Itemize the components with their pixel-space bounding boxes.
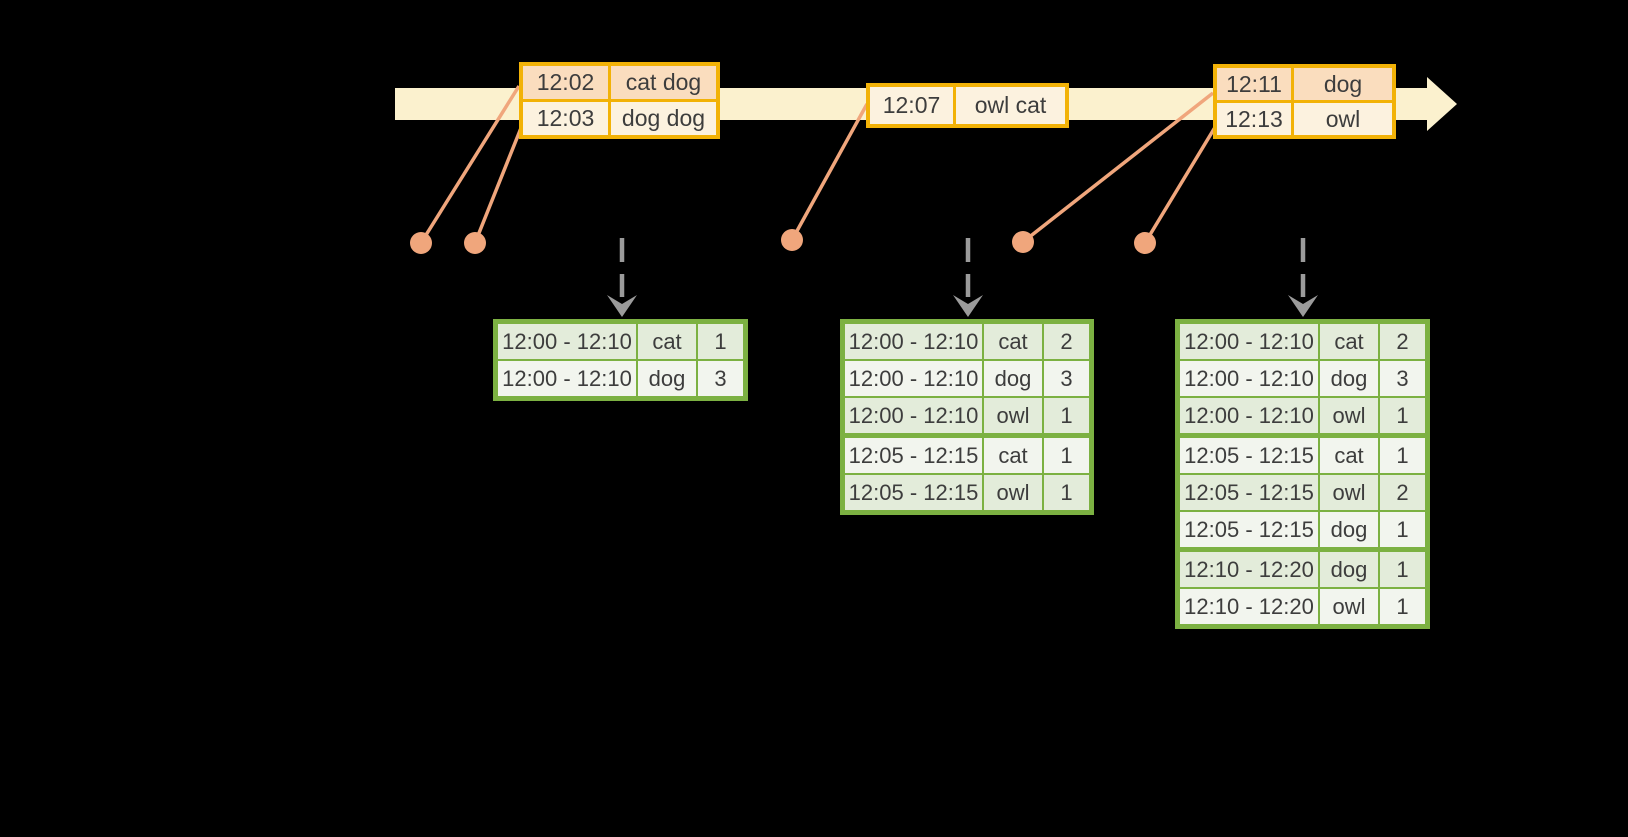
window-cell: 12:00 - 12:10 [845,398,982,433]
table-row: 12:00 - 12:10 cat 1 [498,324,743,359]
count-cell: 1 [698,324,743,359]
window-cell: 12:00 - 12:10 [1180,361,1318,396]
window-cell: 12:05 - 12:15 [1180,438,1318,473]
event-words-cell: owl cat [956,87,1065,124]
event-time-cell: 12:03 [523,102,608,135]
event-table-1: 12:02 cat dog 12:03 dog dog [519,62,720,139]
event-time-cell: 12:02 [523,66,608,99]
window-cell: 12:00 - 12:10 [1180,324,1318,359]
word-cell: owl [1320,475,1378,510]
table-row: 12:00 - 12:10 dog 3 [845,361,1089,396]
trigger-arrowhead-icon-3 [1288,295,1318,317]
window-cell: 12:05 - 12:15 [1180,512,1318,547]
count-cell: 3 [1044,361,1089,396]
table-row: 12:00 - 12:10 cat 2 [845,324,1089,359]
count-cell: 1 [1380,398,1425,433]
count-cell: 1 [1044,398,1089,433]
event-dot-1211 [1012,231,1034,253]
table-row: 12:05 - 12:15 cat 1 [1180,438,1425,473]
event-table-3: 12:11 dog 12:13 owl [1213,64,1396,139]
event-time-cell: 12:13 [1217,103,1291,135]
word-cell: cat [1320,324,1378,359]
event-dot-1202 [410,232,432,254]
table-row: 12:05 - 12:15 owl 2 [1180,475,1425,510]
window-cell: 12:05 - 12:15 [845,438,982,473]
connector-line-1203 [473,127,523,244]
trigger-arrows [607,238,1318,317]
event-connector-lines [419,85,1219,244]
table-row: 12:05 - 12:15 dog 1 [1180,512,1425,547]
window-cell: 12:10 - 12:20 [1180,552,1318,587]
count-cell: 1 [1044,438,1089,473]
count-cell: 2 [1044,324,1089,359]
table-row: 12:00 - 12:10 owl 1 [1180,398,1425,433]
table-row: 12:05 - 12:15 owl 1 [845,475,1089,510]
event-time-cell: 12:07 [870,87,953,124]
event-dot-1203 [464,232,486,254]
count-cell: 3 [698,361,743,396]
table-row: 12:05 - 12:15 cat 1 [845,438,1089,473]
word-cell: dog [1320,552,1378,587]
event-dot-1213 [1134,232,1156,254]
connector-line-1211 [1021,91,1215,244]
connector-line-1202 [419,85,521,244]
word-cell: owl [1320,398,1378,433]
word-cell: cat [984,324,1042,359]
table-row: 12:00 - 12:10 dog 3 [1180,361,1425,396]
window-cell: 12:00 - 12:10 [1180,398,1318,433]
event-table-2: 12:07 owl cat [866,83,1069,128]
window-cell: 12:00 - 12:10 [498,324,636,359]
word-cell: cat [638,324,696,359]
event-dot-1207 [781,229,803,251]
event-words-cell: cat dog [611,66,716,99]
word-cell: dog [638,361,696,396]
window-cell: 12:00 - 12:10 [498,361,636,396]
window-cell: 12:00 - 12:10 [845,361,982,396]
table-row: 12:10 - 12:20 owl 1 [1180,589,1425,624]
word-cell: cat [984,438,1042,473]
window-cell: 12:05 - 12:15 [845,475,982,510]
count-cell: 1 [1044,475,1089,510]
count-cell: 1 [1380,589,1425,624]
table-row: 12:00 - 12:10 cat 2 [1180,324,1425,359]
window-cell: 12:05 - 12:15 [1180,475,1318,510]
count-cell: 1 [1380,438,1425,473]
connector-line-1207 [790,103,869,241]
event-words-cell: owl [1294,103,1392,135]
word-cell: owl [1320,589,1378,624]
table-row: 12:10 - 12:20 dog 1 [1180,552,1425,587]
trigger-arrowhead-icon-1 [607,295,637,317]
connector-line-1213 [1143,123,1219,244]
count-cell: 2 [1380,475,1425,510]
word-cell: cat [1320,438,1378,473]
table-row: 12:00 - 12:10 dog 3 [498,361,743,396]
event-dots [410,229,1156,254]
window-cell: 12:00 - 12:10 [845,324,982,359]
word-cell: dog [1320,512,1378,547]
result-table-2: 12:00 - 12:10 cat 2 12:00 - 12:10 dog 3 … [840,319,1094,515]
count-cell: 3 [1380,361,1425,396]
result-table-1: 12:00 - 12:10 cat 1 12:00 - 12:10 dog 3 [493,319,748,401]
result-table-3: 12:00 - 12:10 cat 2 12:00 - 12:10 dog 3 … [1175,319,1430,629]
window-cell: 12:10 - 12:20 [1180,589,1318,624]
word-cell: dog [1320,361,1378,396]
word-cell: dog [984,361,1042,396]
count-cell: 1 [1380,512,1425,547]
word-cell: owl [984,398,1042,433]
count-cell: 2 [1380,324,1425,359]
trigger-arrowhead-icon-2 [953,295,983,317]
count-cell: 1 [1380,552,1425,587]
table-row: 12:00 - 12:10 owl 1 [845,398,1089,433]
word-cell: owl [984,475,1042,510]
event-words-cell: dog [1294,68,1392,100]
timeline-arrowhead-icon [1427,77,1457,131]
event-time-cell: 12:11 [1217,68,1291,100]
event-words-cell: dog dog [611,102,716,135]
